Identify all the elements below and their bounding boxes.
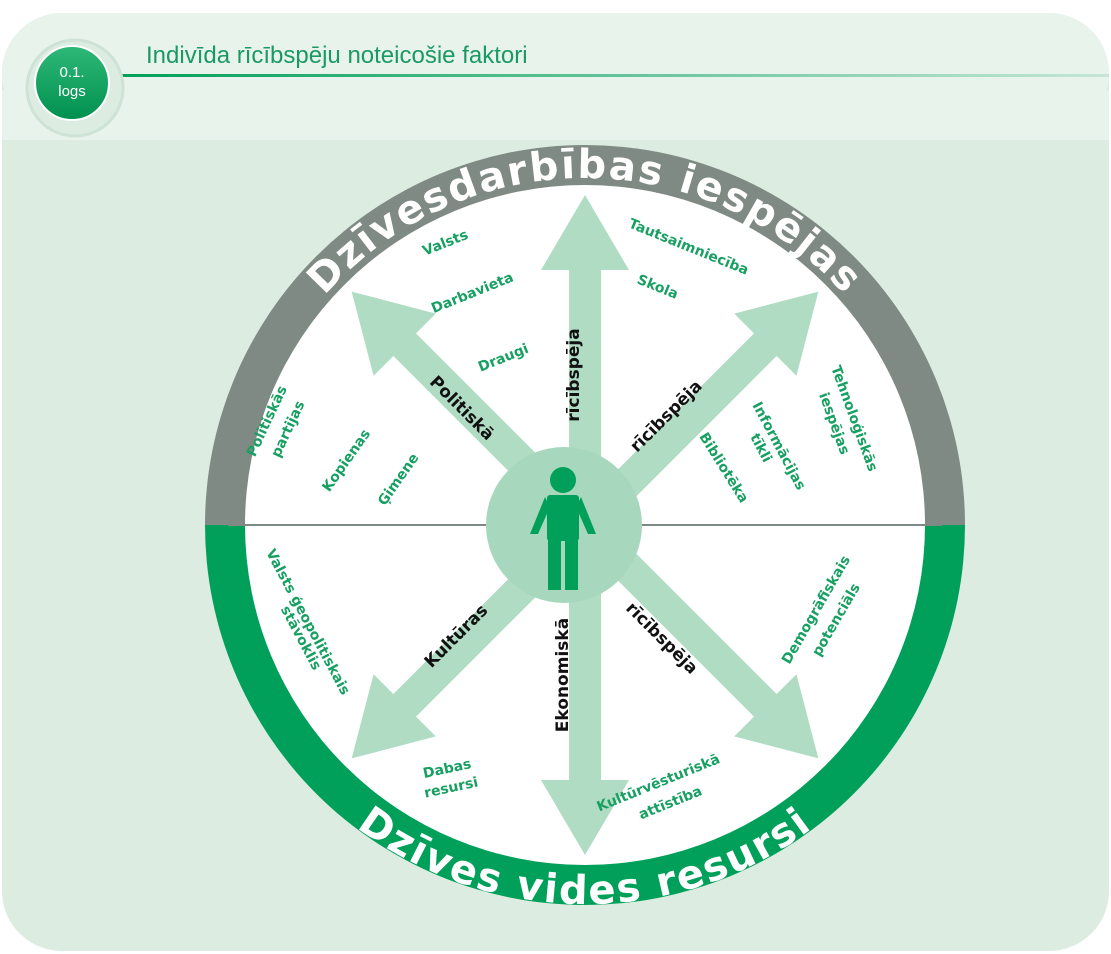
box-title: Indivīda rīcībspēju noteicošie faktori — [146, 42, 528, 69]
arrow-down — [541, 525, 629, 855]
arrow-up-label: rīcībspēja — [564, 328, 584, 421]
rim-top-gray — [205, 145, 965, 525]
rim-bottom-green — [205, 525, 965, 905]
badge-label: logs — [58, 83, 86, 100]
arrow-up-right — [573, 291, 819, 537]
arrow-down-right — [573, 513, 819, 759]
arrow-down-label: Ekonomiskā — [553, 618, 573, 732]
arrow-up — [541, 195, 629, 525]
person-icon — [530, 467, 596, 590]
hub — [486, 447, 642, 603]
arrows — [351, 195, 819, 855]
panel-header-band-fill — [2, 90, 1109, 140]
badge-number: 0.1. — [59, 64, 84, 81]
header-underline — [118, 74, 1109, 77]
box-number-badge: 0.1. logs — [25, 38, 125, 138]
